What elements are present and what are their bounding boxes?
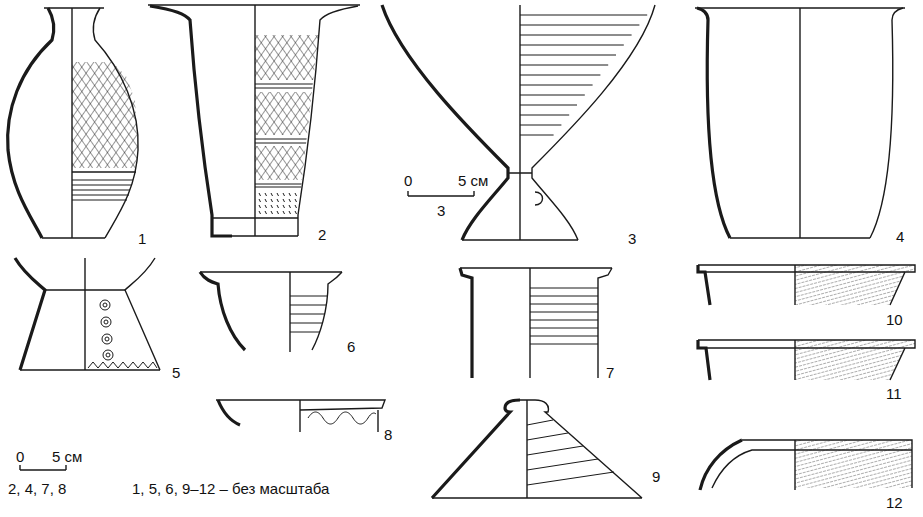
figure-number: 9 [652, 468, 660, 485]
figure-number: 2 [318, 226, 326, 243]
vessel-drawing [698, 265, 915, 307]
vessel-drawing [15, 258, 160, 370]
vessel-drawing [695, 8, 905, 238]
scale-bar [20, 465, 66, 470]
vessel-drawing [216, 400, 385, 432]
vessel-drawing [432, 400, 642, 498]
figure-number: 3 [628, 230, 636, 247]
groove-line [520, 105, 577, 106]
scale-label: 0 [16, 448, 24, 465]
groove-line [520, 75, 600, 76]
scale-label: 3 [437, 202, 445, 219]
scale-label: 5 см [52, 448, 82, 465]
groove-line [520, 95, 585, 96]
figure-number: 8 [384, 426, 392, 443]
figure-number: 12 [886, 494, 903, 511]
groove-line [520, 125, 561, 126]
vessel-drawing [698, 340, 915, 382]
groove-line [520, 135, 554, 136]
groove-line [520, 35, 632, 36]
figure-number: 4 [896, 228, 904, 245]
figure-number: 1 [138, 230, 146, 247]
scale-label: 0 [404, 172, 412, 189]
scale-note: 1, 5, 6, 9–12 – без масштаба [132, 480, 329, 497]
groove-line [520, 15, 647, 16]
groove-line [520, 115, 569, 116]
scale-bar [408, 191, 474, 196]
vessel-drawing [148, 5, 360, 236]
scale-label: 5 см [458, 172, 488, 189]
scale-note: 2, 4, 7, 8 [8, 480, 66, 497]
vessel-drawing [382, 5, 655, 240]
groove-line [520, 65, 608, 66]
figure-number: 6 [347, 338, 355, 355]
figure-number: 5 [172, 364, 180, 381]
groove-line [520, 85, 593, 86]
vessel-drawing [460, 268, 612, 378]
vessel-drawing [200, 272, 342, 352]
figure-number: 10 [886, 311, 903, 328]
vessel-drawing [8, 8, 142, 238]
groove-line [520, 25, 639, 26]
groove-line [520, 45, 624, 46]
groove-line [520, 55, 616, 56]
vessel-drawing [700, 440, 915, 490]
figure-number: 7 [606, 364, 614, 381]
figure-number: 11 [886, 385, 902, 402]
